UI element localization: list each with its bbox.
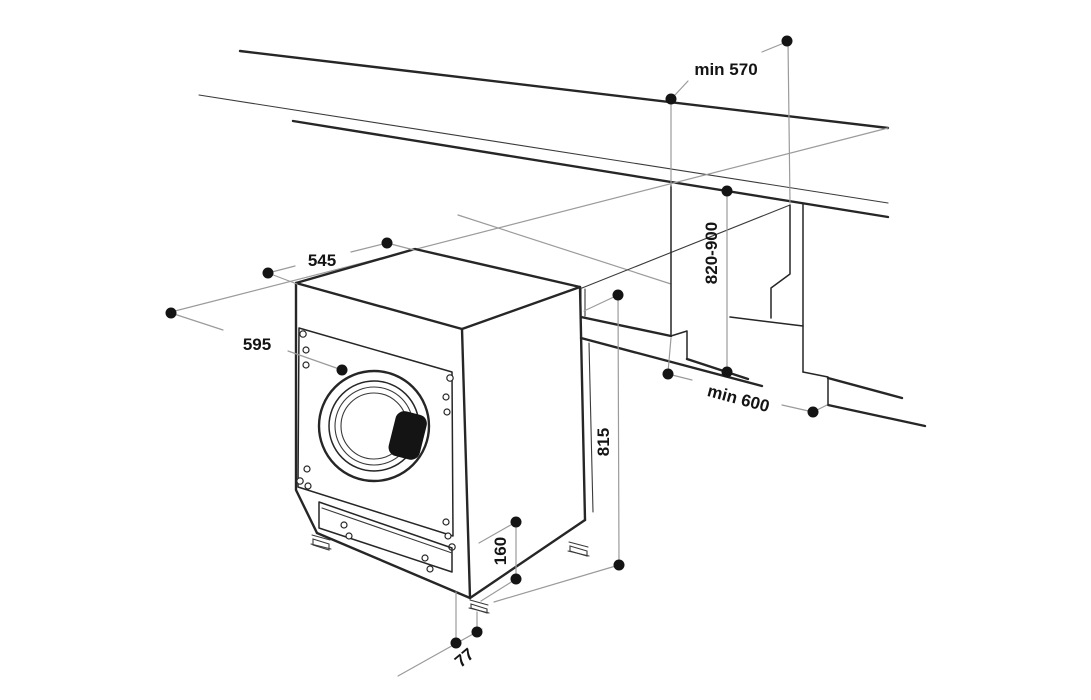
cabinet-shelf-line — [729, 316, 804, 327]
dimension-545: 545 — [262, 237, 415, 285]
dim-570-dot-left — [665, 93, 677, 105]
worktop-front-bottom-edge — [291, 119, 890, 219]
dim-815-dot-top — [612, 289, 624, 301]
machine-front-bottom-edge — [315, 531, 472, 600]
dimension-815: 815 — [493, 289, 625, 603]
plinth-drawer-outline — [318, 501, 453, 573]
machine-front-right-edge — [460, 327, 472, 600]
niche-depth-construction-line — [457, 214, 672, 285]
worktop-front-top-edge — [198, 94, 889, 204]
dim-595-dot-right — [336, 364, 348, 376]
dimension-77: 77 — [397, 591, 483, 677]
front-panel-screw-holes — [296, 330, 456, 551]
machine-front-panel — [297, 327, 454, 537]
machine-door — [317, 369, 431, 483]
dim-815-dot-bottom — [613, 559, 625, 571]
niche-diagonal-line — [581, 204, 791, 289]
niche-back-construction-line — [170, 127, 889, 313]
machine-feet — [310, 534, 590, 614]
machine-left-edge — [294, 281, 319, 535]
dim-545-dot-left — [262, 267, 274, 279]
worktop-back-edge — [238, 49, 890, 130]
dim-570-dot-right — [781, 35, 793, 47]
dim-160-dot-bottom — [510, 573, 522, 585]
foot-front-left — [310, 534, 332, 551]
plinth-drawer-inner-line — [321, 507, 453, 554]
dimension-min570: min 570 — [665, 35, 793, 204]
machine-top-face — [294, 247, 582, 331]
cabinet-plinth-step — [802, 371, 829, 406]
cabinet-plinth-top-line — [826, 376, 904, 400]
dim-545-dot-right — [381, 237, 393, 249]
floor-line — [579, 336, 764, 388]
machine-right-bottom-edge — [468, 518, 587, 600]
dim-77-dot-top — [471, 626, 483, 638]
machine-back-right-edge — [578, 285, 587, 522]
foot-back-right — [567, 541, 590, 557]
cabinet-plinth-bottom-line — [826, 403, 927, 428]
plinth-drawer — [318, 501, 453, 573]
dimension-820-900: 820-900 — [702, 185, 733, 378]
dim-77-dot-bottom — [450, 637, 462, 649]
dim-570-label: min 570 — [694, 60, 757, 79]
dim-820-900-label: 820-900 — [702, 222, 721, 284]
middle-cabinet-panel — [579, 184, 764, 513]
dimension-160: 160 — [478, 516, 522, 602]
door-outer-ring — [317, 369, 431, 483]
dim-600-dot-right — [807, 406, 819, 418]
dim-595-label: 595 — [243, 335, 271, 354]
panel-plinth-step — [670, 330, 688, 360]
construction-lines — [170, 127, 889, 313]
plinth-bottom-line — [685, 357, 750, 381]
panel-bottom-edge — [579, 315, 673, 338]
dim-77-label: 77 — [451, 644, 478, 671]
door-handle — [388, 411, 427, 460]
worktop — [198, 49, 890, 219]
dim-160-label: 160 — [491, 537, 510, 565]
cabinet-inner-profile — [770, 204, 791, 319]
right-cabinet-panel — [729, 202, 927, 428]
dimension-595: 595 — [165, 307, 348, 376]
washing-machine — [294, 247, 590, 614]
foot-front-right — [468, 599, 490, 614]
dim-820-900-dot-top — [721, 185, 733, 197]
dim-815-label: 815 — [594, 428, 613, 456]
dim-600-dot-left — [662, 368, 674, 380]
dim-545-label: 545 — [308, 251, 336, 270]
machine-back-lower-edge — [588, 342, 594, 513]
dim-595-dot-left — [165, 307, 177, 319]
dim-820-900-dot-bottom — [721, 366, 733, 378]
dim-160-dot-top — [510, 516, 522, 528]
